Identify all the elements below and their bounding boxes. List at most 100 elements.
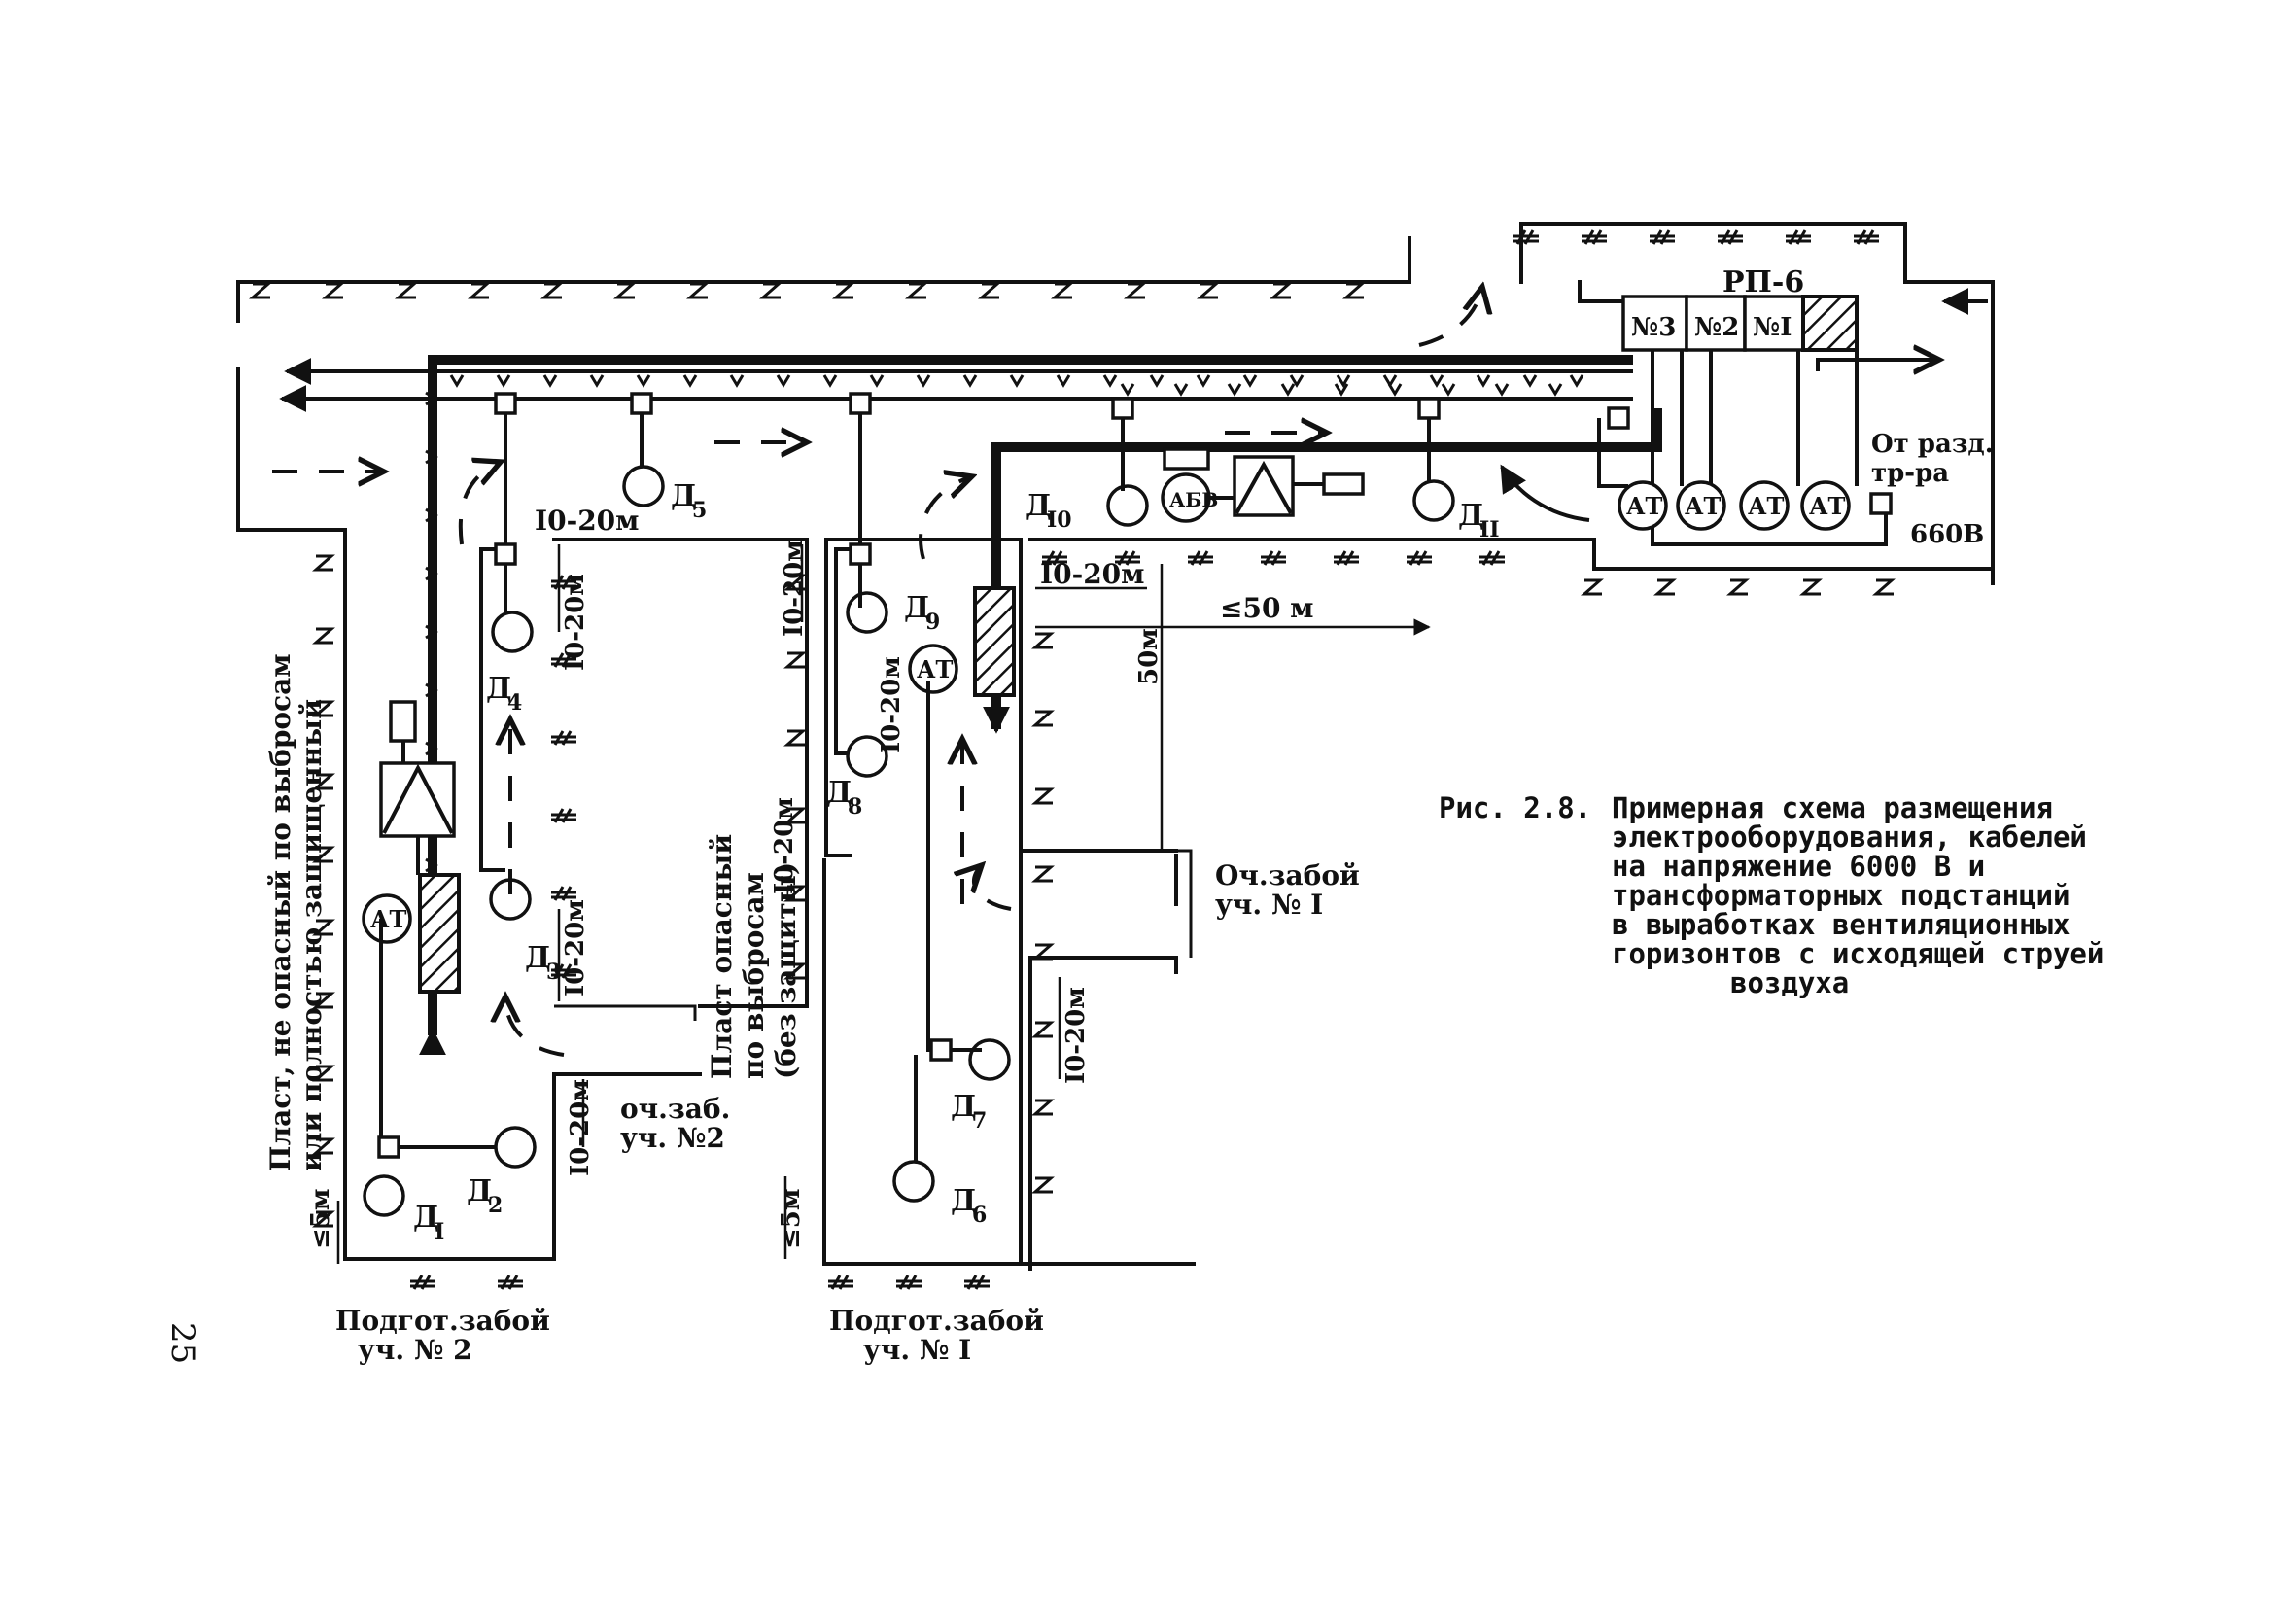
at-transformer-6	[908, 644, 958, 694]
caption-number: Рис. 2.8.	[1439, 791, 1592, 824]
caption-line-6: горизонтов с исходящей струей	[1612, 937, 2105, 970]
substation-rp6: РП-6 №3 №2 №I От разд. тр-ра 660В	[1621, 265, 1994, 549]
cable-hanger	[542, 374, 558, 388]
roof-symbol	[1031, 1021, 1055, 1038]
roof-symbol	[1124, 282, 1147, 299]
roof-symbol	[249, 282, 272, 299]
cable-hanger	[1494, 383, 1510, 397]
dim-10-20-v1: I0-20м	[561, 574, 590, 671]
dim-le50: ≤50 м	[1220, 592, 1314, 624]
figure-caption: Рис. 2.8.Примерная схема размещения элек…	[1439, 793, 2177, 997]
dim-10-20-v6: I0-20м	[877, 656, 906, 753]
substation-cell-3-label: №3	[1631, 313, 1676, 342]
roof-symbol	[783, 962, 807, 980]
clean-face-2-line1: оч.заб.	[620, 1093, 730, 1125]
abv-starter	[1163, 447, 1210, 471]
hazard-seam-line1: Пласт опасный	[706, 834, 738, 1079]
roof-symbol	[1581, 578, 1604, 596]
roof-symbol	[312, 919, 335, 936]
dim-10-20-top: I0-20м	[535, 505, 640, 537]
cable-hanger	[869, 374, 885, 388]
sensor-d9-label: Д	[904, 591, 930, 625]
cable-hanger	[776, 374, 791, 388]
cable-hanger	[1280, 383, 1296, 397]
abv-unit: АБВ	[1161, 447, 1365, 523]
roof-symbol	[759, 282, 783, 299]
at-label-2: АТ	[1685, 492, 1722, 520]
roof-symbol	[312, 1137, 335, 1155]
at-label-3: АТ	[1748, 492, 1785, 520]
roof-symbol	[1334, 550, 1359, 566]
roof-symbols	[249, 229, 1896, 1290]
hazard-seam-line3: (без защиты)	[770, 862, 802, 1079]
roof-symbol	[1031, 787, 1055, 805]
cable-hanger	[1289, 374, 1305, 388]
caption-line-5: в выработках вентиляционных	[1612, 908, 2070, 941]
sensor-d11	[1412, 479, 1455, 522]
sensor-d7-label: Д	[951, 1090, 977, 1124]
roof-symbol	[978, 282, 1001, 299]
seam-labels: Пласт, не опасный по выбросам или полнос…	[264, 653, 802, 1171]
at-transformer-3	[1739, 480, 1790, 531]
roof-symbol	[551, 886, 576, 901]
roof-symbol	[1799, 578, 1823, 596]
sensor-d3-label: Д	[525, 941, 551, 975]
roof-symbol	[312, 773, 335, 790]
cable-hanger	[1548, 383, 1563, 397]
dim-50m: 50м	[1134, 628, 1164, 685]
roof-symbol	[1197, 282, 1220, 299]
sensor-d5-label: Д	[671, 479, 697, 513]
roof-symbol	[1582, 229, 1607, 245]
roof-symbol	[613, 282, 637, 299]
sensor-d5-sub: 5	[692, 498, 707, 523]
roof-symbol	[783, 885, 807, 902]
tee-box	[494, 542, 517, 566]
sensor-d3-sub: 3	[546, 960, 561, 985]
roof-symbol	[1854, 229, 1879, 245]
roof-symbol	[783, 651, 807, 669]
roof-symbol	[1513, 229, 1539, 245]
sensor-d8-sub: 8	[848, 794, 862, 820]
roof-symbol	[410, 1275, 435, 1290]
cable-hanger	[1441, 383, 1456, 397]
roof-symbol	[1031, 710, 1055, 727]
prep-face-1-line2: уч. № I	[863, 1334, 971, 1366]
cable-hanger	[1196, 374, 1211, 388]
prep-face-2-line2: уч. № 2	[358, 1334, 472, 1366]
roof-symbol	[905, 282, 928, 299]
page-number: 25	[163, 1322, 202, 1365]
tee-box	[929, 1038, 953, 1062]
sensor-d1-sub: I	[435, 1219, 444, 1244]
cable-hanger	[1009, 374, 1025, 388]
cable-hanger	[962, 374, 978, 388]
caption-line-3: на напряжение 6000 В и	[1612, 850, 1986, 883]
sensor-d10-label: Д	[1026, 489, 1052, 523]
roof-symbol	[312, 846, 335, 863]
roof-symbol	[1270, 282, 1293, 299]
fan-right-starter	[1322, 472, 1365, 496]
at-transformer-4	[1800, 480, 1851, 531]
hazard-seam-line2: по выбросам	[738, 872, 770, 1079]
roof-symbol	[1342, 282, 1366, 299]
roof-symbol	[322, 282, 345, 299]
cable-hanger	[1569, 374, 1584, 388]
roof-symbol	[1115, 550, 1140, 566]
sensor-d1	[363, 1174, 405, 1217]
left-fan-starter	[389, 700, 417, 743]
supply-voltage: 660В	[1910, 520, 1984, 549]
roof-symbol	[1650, 229, 1675, 245]
dim-10-20-v7: I0-20м	[1061, 987, 1091, 1084]
roof-symbol	[1261, 550, 1286, 566]
sensor-d7	[968, 1038, 1011, 1081]
left-fan	[379, 700, 461, 994]
roof-symbol	[832, 282, 855, 299]
cable-hanger	[636, 374, 651, 388]
roof-symbol	[395, 282, 418, 299]
roof-symbol	[1407, 550, 1432, 566]
at-label-1: АТ	[1626, 492, 1663, 520]
cable-hanger	[1149, 374, 1165, 388]
middle-reactor	[973, 586, 1016, 697]
substation-cell-1-label: №I	[1753, 313, 1792, 342]
roof-symbol	[312, 1065, 335, 1082]
